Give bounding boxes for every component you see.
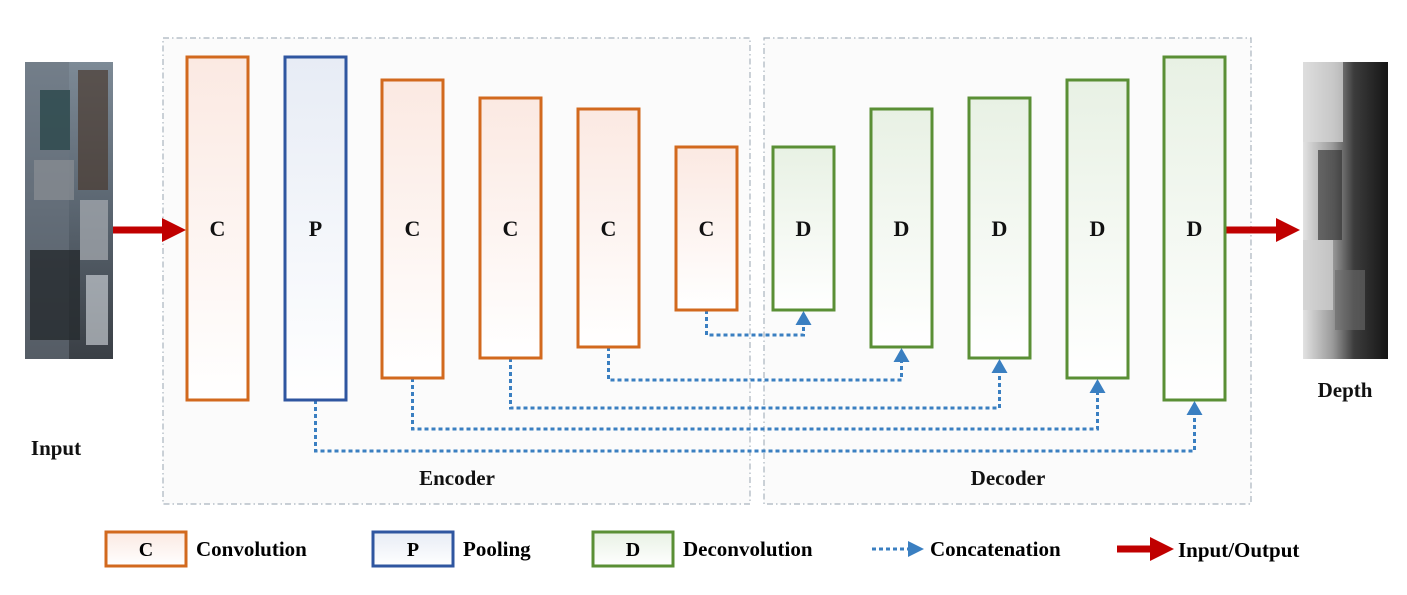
skip-arrowhead-dec1 [795,311,812,325]
block-dec3 [967,96,1032,360]
legend-conv-swatch [104,530,188,568]
block-letter-enc2: P [309,216,322,241]
skip-arrowhead-dec2 [893,348,910,362]
skip-connection-enc4-dec3 [509,358,1001,410]
legend-concat-arrowhead [908,541,924,557]
block-dec5 [1162,55,1227,402]
block-letter-enc6: C [699,216,715,241]
legend-pool-letter: P [407,539,419,561]
decoder-label: Decoder [971,466,1046,490]
legend-input-output: Input/Output [1117,537,1299,562]
block-letter-enc4: C [503,216,519,241]
input-image [25,62,113,359]
block-letter-enc3: C [405,216,421,241]
block-dec1 [771,145,836,312]
block-enc3 [380,78,445,380]
legend-pool-label: Pooling [463,537,531,561]
encoder-frame [162,37,751,505]
legend-conv-label: Convolution [196,537,307,561]
skip-connection-enc3-dec4 [411,378,1099,431]
block-letter-enc1: C [210,216,226,241]
encoder-label: Encoder [419,466,495,490]
block-letter-dec2: D [894,216,910,241]
input-arrow [113,218,186,242]
output-label: Depth [1318,378,1373,402]
block-enc4 [478,96,543,360]
block-enc6 [674,145,739,312]
legend-deconv-label: Deconvolution [683,537,813,561]
legend-deconv-letter: D [626,539,640,561]
depth-image [1303,62,1388,359]
block-letter-dec3: D [992,216,1008,241]
legend-convolution: C Convolution [104,530,307,568]
legend-conv-letter: C [139,539,153,561]
block-letter-dec1: D [796,216,812,241]
block-enc2 [283,55,348,402]
block-enc5 [576,107,641,349]
legend-concatenation: Concatenation [872,537,1061,561]
block-enc1 [185,55,250,402]
input-label: Input [31,436,81,460]
legend-pooling: P Pooling [371,530,531,568]
skip-arrowhead-dec5 [1186,401,1203,415]
legend: C Convolution P Pooling D Deconvolution … [104,530,1299,568]
legend-deconv-swatch [591,530,675,568]
legend-io-label: Input/Output [1178,538,1299,562]
skip-connection-enc2-dec5 [314,400,1196,453]
block-dec4 [1065,78,1130,380]
skip-connections [314,310,1203,453]
legend-io-arrowhead [1150,537,1174,561]
block-dec2 [869,107,934,349]
legend-pool-swatch [371,530,455,568]
block-letter-enc5: C [601,216,617,241]
skip-arrowhead-dec4 [1089,379,1106,393]
output-arrow [1226,218,1300,242]
legend-deconvolution: D Deconvolution [591,530,813,568]
skip-arrowhead-dec3 [991,359,1008,373]
skip-connection-enc5-dec2 [607,347,903,382]
block-letter-dec4: D [1090,216,1106,241]
legend-concat-label: Concatenation [930,537,1061,561]
skip-connection-enc6-dec1 [705,310,805,337]
block-letter-dec5: D [1187,216,1203,241]
